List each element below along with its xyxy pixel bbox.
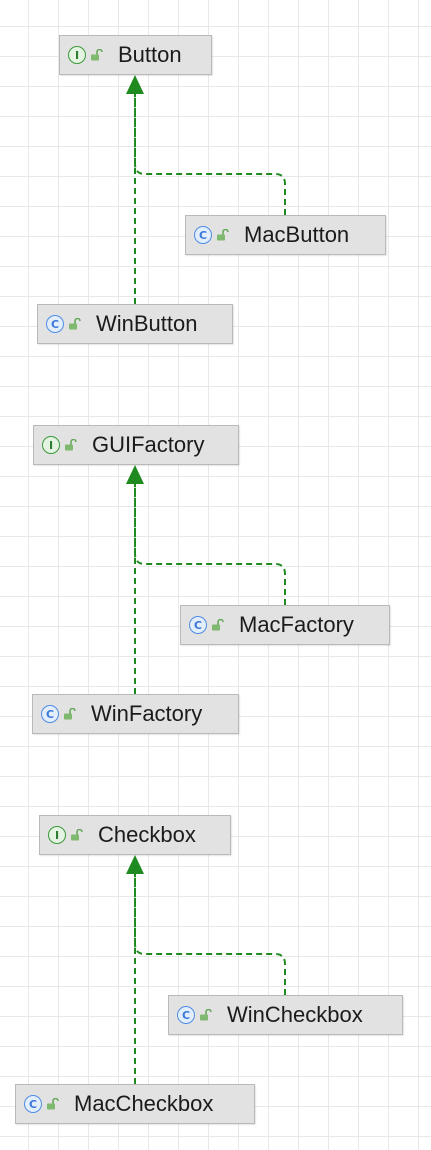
interface-icon: I <box>42 436 60 454</box>
node-class-wincheckbox[interactable]: C WinCheckbox <box>168 995 403 1035</box>
node-label: GUIFactory <box>92 432 205 457</box>
node-class-winbutton[interactable]: C WinButton <box>37 304 233 344</box>
node-interface-guifactory[interactable]: I GUIFactory <box>33 425 239 465</box>
unlocked-padlock-icon <box>217 229 229 241</box>
node-label: MacCheckbox <box>74 1091 214 1116</box>
node-label: WinButton <box>96 311 198 336</box>
unlocked-padlock-icon <box>65 439 77 451</box>
node-label: Checkbox <box>98 822 196 847</box>
arrowhead-guifactory <box>126 465 144 484</box>
node-class-winfactory[interactable]: C WinFactory <box>32 694 239 734</box>
node-label: WinCheckbox <box>227 1002 363 1027</box>
node-label: MacButton <box>244 222 350 247</box>
unlocked-padlock-icon <box>200 1009 212 1021</box>
class-icon: C <box>177 1006 195 1024</box>
node-class-macfactory[interactable]: C MacFactory <box>180 605 390 645</box>
interface-icon: I <box>48 826 66 844</box>
unlocked-padlock-icon <box>47 1098 59 1110</box>
node-class-macbutton[interactable]: C MacButton <box>185 215 386 255</box>
class-icon: C <box>41 705 59 723</box>
arrowhead-button <box>126 75 144 94</box>
class-icon: C <box>189 616 207 634</box>
arrowhead-checkbox <box>126 855 144 874</box>
interface-icon: I <box>68 46 86 64</box>
unlocked-padlock-icon <box>69 318 81 330</box>
class-icon: C <box>194 226 212 244</box>
unlocked-padlock-icon <box>91 49 103 61</box>
node-label: Button <box>118 42 182 67</box>
edge-macbutton-to-button <box>134 94 286 215</box>
node-label: WinFactory <box>91 701 203 726</box>
unlocked-padlock-icon <box>212 619 224 631</box>
unlocked-padlock-icon <box>71 829 83 841</box>
node-interface-checkbox[interactable]: I Checkbox <box>39 815 231 855</box>
edge-macfactory-to-guifactory <box>134 484 286 605</box>
node-interface-button[interactable]: I Button <box>59 35 212 75</box>
node-label: MacFactory <box>239 612 354 637</box>
unlocked-padlock-icon <box>64 708 76 720</box>
edge-wincheckbox-to-checkbox <box>134 874 286 995</box>
class-icon: C <box>46 315 64 333</box>
node-class-maccheckbox[interactable]: C MacCheckbox <box>15 1084 255 1124</box>
class-icon: C <box>24 1095 42 1113</box>
